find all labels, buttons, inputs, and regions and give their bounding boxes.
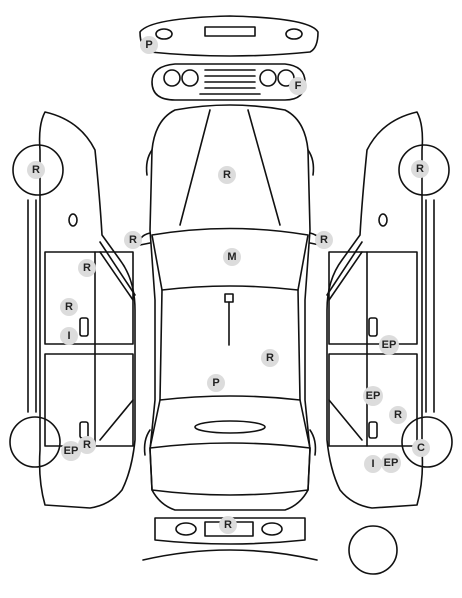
marker-badge xyxy=(60,327,78,345)
marker-badge xyxy=(124,231,142,249)
spare-wheel-outline xyxy=(348,525,398,575)
marker-code-label: R xyxy=(320,234,328,246)
damage-marker-mirror-right-r: R xyxy=(315,231,333,249)
damage-marker-right-rear-door-ep: EP xyxy=(363,386,383,406)
marker-code-label: R xyxy=(129,234,137,246)
marker-badge xyxy=(379,335,399,355)
marker-badge xyxy=(219,516,237,534)
right-side-view xyxy=(326,111,453,509)
front-view-outline xyxy=(151,63,306,101)
damage-marker-hood-r: R xyxy=(218,166,236,184)
damage-marker-left-rear-r: R xyxy=(78,436,96,454)
marker-code-label: R xyxy=(266,352,274,364)
marker-code-label: P xyxy=(212,377,219,389)
marker-code-label: EP xyxy=(382,339,397,351)
marker-badge xyxy=(411,160,429,178)
marker-code-label: R xyxy=(83,262,91,274)
damage-marker-left-handle-i: I xyxy=(60,327,78,345)
marker-code-label: R xyxy=(223,169,231,181)
marker-badge xyxy=(27,161,45,179)
marker-code-label: R xyxy=(416,163,424,175)
damage-marker-windshield-m: M xyxy=(223,248,241,266)
marker-badge xyxy=(315,231,333,249)
damage-marker-roof-p: P xyxy=(207,374,225,392)
marker-code-label: I xyxy=(371,458,374,470)
marker-badge xyxy=(207,374,225,392)
marker-badge xyxy=(389,406,407,424)
marker-badge xyxy=(78,436,96,454)
marker-badge xyxy=(218,166,236,184)
top-bumper-outline xyxy=(139,15,319,57)
damage-marker-rear-bumper-r: R xyxy=(219,516,237,534)
damage-marker-mirror-left-r: R xyxy=(124,231,142,249)
marker-code-label: R xyxy=(83,439,91,451)
damage-marker-left-side-r: R xyxy=(60,298,78,316)
marker-code-label: R xyxy=(32,164,40,176)
marker-code-label: R xyxy=(394,409,402,421)
marker-badge xyxy=(261,349,279,367)
marker-badge xyxy=(412,439,430,457)
marker-badge xyxy=(363,386,383,406)
marker-badge xyxy=(223,248,241,266)
marker-badge xyxy=(364,455,382,473)
damage-marker-right-front-wheel-r: R xyxy=(411,160,429,178)
marker-badge xyxy=(78,259,96,277)
marker-code-label: M xyxy=(227,251,236,263)
damage-marker-right-rear-r: R xyxy=(389,406,407,424)
marker-badge xyxy=(61,441,81,461)
marker-badge xyxy=(140,36,158,54)
marker-code-label: P xyxy=(145,39,152,51)
marker-badge xyxy=(289,77,307,95)
marker-badge xyxy=(381,453,401,473)
marker-code-label: EP xyxy=(64,445,79,457)
marker-code-label: R xyxy=(224,519,232,531)
damage-marker-top-rear-p: P xyxy=(140,36,158,54)
marker-badge xyxy=(60,298,78,316)
damage-marker-right-handle-i: I xyxy=(364,455,382,473)
marker-code-label: R xyxy=(65,301,73,313)
damage-marker-front-f: F xyxy=(289,77,307,95)
marker-layer: P F R R R M R P R R R I EP R R EP EP R C I EP R xyxy=(27,36,430,534)
marker-code-label: I xyxy=(67,330,70,342)
marker-code-label: EP xyxy=(366,390,381,402)
damage-marker-left-front-wheel-r: R xyxy=(27,161,45,179)
top-view-body xyxy=(138,104,322,511)
damage-marker-right-door-ep: EP xyxy=(379,335,399,355)
damage-marker-roof-r: R xyxy=(261,349,279,367)
damage-marker-left-rear-ep: EP xyxy=(61,441,81,461)
marker-code-label: EP xyxy=(384,457,399,469)
damage-marker-left-front-door-r: R xyxy=(78,259,96,277)
damage-marker-right-rear-ep: EP xyxy=(381,453,401,473)
marker-code-label: C xyxy=(417,442,425,454)
marker-code-label: F xyxy=(295,80,302,92)
damage-marker-right-rear-wheel-c: C xyxy=(412,439,430,457)
